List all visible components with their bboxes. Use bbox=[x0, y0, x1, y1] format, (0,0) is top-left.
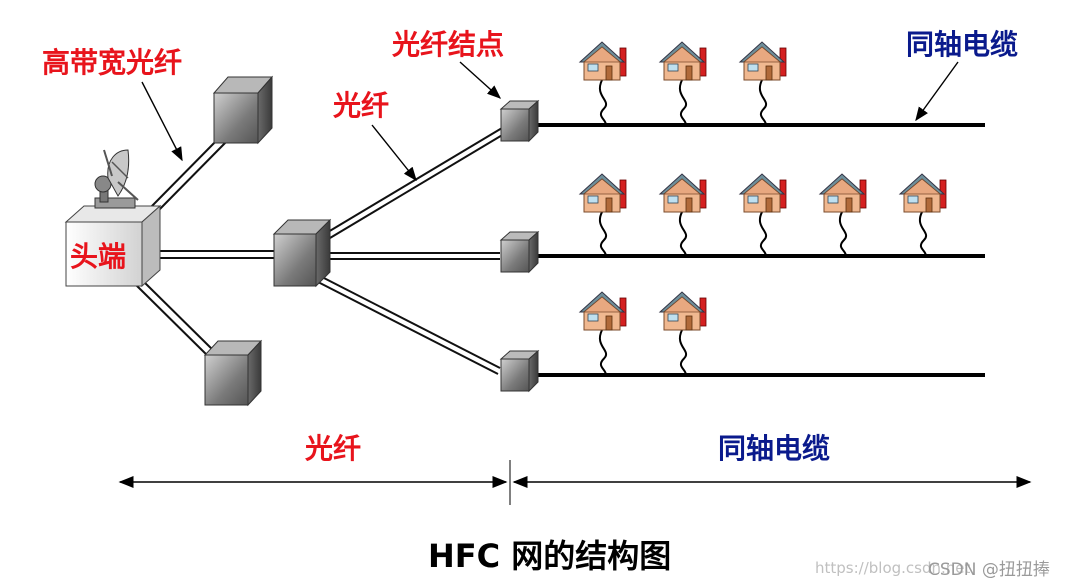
headend-label: 头端 bbox=[70, 240, 126, 273]
house-icon bbox=[738, 41, 787, 81]
drop-wire bbox=[599, 329, 607, 376]
fiber-node-3 bbox=[499, 349, 540, 393]
headend: 头端 bbox=[64, 149, 162, 288]
house-icon bbox=[578, 41, 627, 81]
label-fiber-node: 光纤结点 bbox=[391, 28, 504, 61]
drop-wire bbox=[679, 211, 687, 257]
fiber-node-1 bbox=[499, 99, 540, 143]
label-fiber-bottom: 光纤 bbox=[304, 432, 361, 465]
house-icon bbox=[658, 291, 707, 331]
drop-wire bbox=[599, 79, 607, 126]
house-icon bbox=[578, 173, 627, 213]
house-icon bbox=[578, 291, 627, 331]
fiber-link-mid-node3 bbox=[317, 275, 501, 375]
watermark-site: CSDN @扭扭捧 bbox=[928, 560, 1050, 580]
label-coax-top: 同轴电缆 bbox=[906, 28, 1018, 61]
coax-lines bbox=[538, 123, 985, 377]
label-coax-bottom: 同轴电缆 bbox=[718, 432, 830, 465]
house-icon bbox=[658, 173, 707, 213]
house-icon bbox=[818, 173, 867, 213]
label-fiber-top: 光纤 bbox=[332, 89, 389, 122]
figure-caption: HFC 网的结构图 bbox=[428, 537, 671, 575]
fiber-link-mid-node1 bbox=[327, 127, 505, 239]
fiber-link-headend-top bbox=[149, 134, 229, 214]
equipment-box-top bbox=[212, 75, 274, 145]
house-drop-wires bbox=[599, 79, 927, 376]
drop-wire bbox=[679, 329, 687, 376]
callout-pointers bbox=[141, 61, 959, 182]
fiber-links bbox=[135, 127, 505, 375]
drop-wire bbox=[759, 211, 767, 257]
house-icon bbox=[898, 173, 947, 213]
drop-wire bbox=[919, 211, 927, 257]
drop-wire bbox=[599, 211, 607, 257]
houses bbox=[578, 41, 947, 331]
fiber-link-mid-node2 bbox=[330, 252, 500, 260]
drop-wire bbox=[759, 79, 767, 126]
label-high-bandwidth-fiber: 高带宽光纤 bbox=[42, 46, 182, 79]
span-arrows bbox=[118, 460, 1032, 505]
house-icon bbox=[658, 41, 707, 81]
drop-wire bbox=[839, 211, 847, 257]
equipment-box-middle bbox=[272, 218, 332, 288]
equipment-box-bottom bbox=[203, 339, 263, 407]
drop-wire bbox=[679, 79, 687, 126]
watermark-url: https://blog.csdn.net bbox=[815, 559, 971, 577]
fiber-link-headend-bottom bbox=[135, 279, 219, 361]
satellite-dish-icon bbox=[94, 149, 139, 209]
fiber-node-2 bbox=[499, 230, 540, 274]
fiber-link-headend-mid bbox=[158, 250, 274, 259]
house-icon bbox=[738, 173, 787, 213]
